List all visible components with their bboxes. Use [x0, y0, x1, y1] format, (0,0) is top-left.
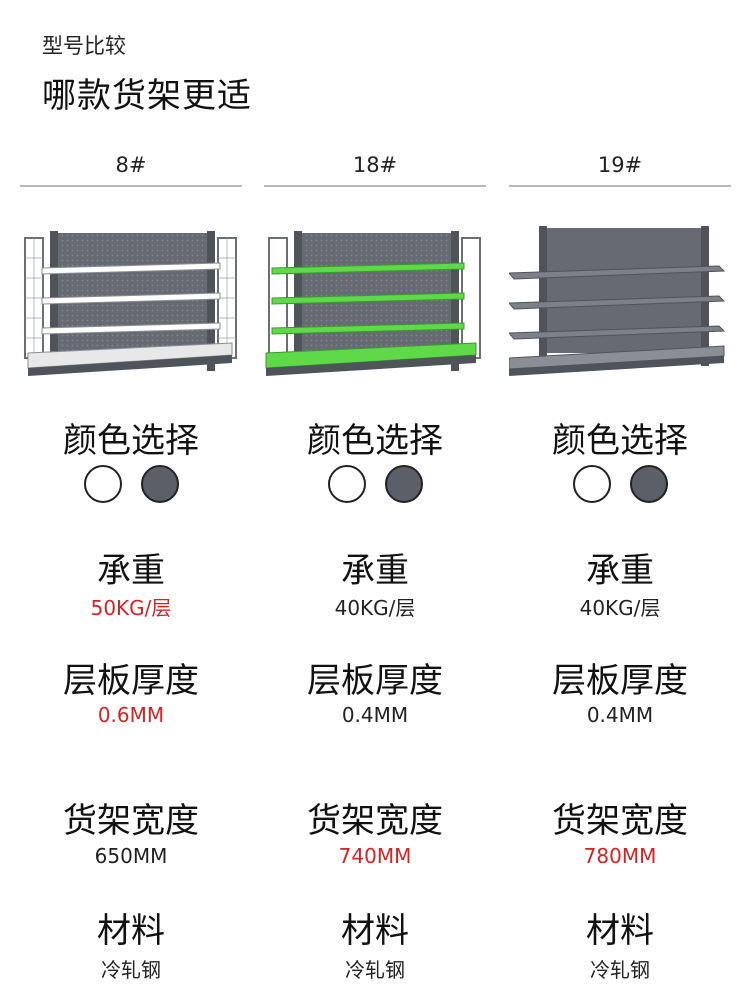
- color-heading: 颜色选择: [552, 421, 688, 461]
- material-heading: 材料: [341, 911, 409, 951]
- material-value: 冷轧钢: [345, 958, 405, 982]
- model-divider: [264, 185, 486, 187]
- page-title: 哪款货架更适: [42, 76, 252, 116]
- shelf-image-18: [265, 231, 481, 376]
- color-swatch-dark-gray[interactable]: [384, 465, 423, 503]
- load-value: 40KG/层: [579, 596, 661, 620]
- thickness-heading: 层板厚度: [307, 661, 443, 701]
- color-swatches: [20, 465, 242, 503]
- color-heading: 颜色选择: [307, 421, 443, 461]
- material-value: 冷轧钢: [101, 958, 161, 982]
- material-heading: 材料: [97, 911, 165, 951]
- shelf-image-8: [24, 231, 237, 376]
- width-heading: 货架宽度: [552, 801, 688, 841]
- model-name: 19#: [597, 153, 643, 177]
- width-value: 780MM: [583, 844, 657, 868]
- width-value: 650MM: [94, 844, 168, 868]
- load-heading: 承重: [341, 551, 409, 591]
- width-heading: 货架宽度: [63, 801, 199, 841]
- model-name: 8#: [115, 153, 147, 177]
- model-divider: [509, 185, 731, 187]
- model-column-18: 18# 颜色选择 承重 40KG/层 层板厚度 0.4MM 货架宽度 740MM…: [264, 148, 486, 982]
- material-value: 冷轧钢: [590, 958, 650, 982]
- color-swatches: [264, 465, 486, 503]
- thickness-value: 0.4MM: [586, 703, 654, 727]
- thickness-value: 0.4MM: [341, 703, 409, 727]
- thickness-value: 0.6MM: [97, 703, 165, 727]
- material-heading: 材料: [586, 911, 654, 951]
- model-divider: [20, 185, 242, 187]
- section-subtitle: 型号比较: [42, 34, 126, 58]
- color-swatch-white[interactable]: [327, 465, 366, 503]
- color-swatch-dark-gray[interactable]: [629, 465, 668, 503]
- thickness-heading: 层板厚度: [552, 661, 688, 701]
- shelf-image-19: [509, 226, 726, 376]
- model-column-8: 8# 颜色选择 承重 50KG/层 层板厚度 0.6MM: [20, 148, 242, 982]
- width-heading: 货架宽度: [307, 801, 443, 841]
- color-swatch-white[interactable]: [572, 465, 611, 503]
- model-name: 18#: [352, 153, 398, 177]
- load-heading: 承重: [586, 551, 654, 591]
- color-swatch-dark-gray[interactable]: [140, 465, 179, 503]
- thickness-heading: 层板厚度: [63, 661, 199, 701]
- color-swatch-white[interactable]: [83, 465, 122, 503]
- width-value: 740MM: [338, 844, 412, 868]
- color-heading: 颜色选择: [63, 421, 199, 461]
- load-heading: 承重: [97, 551, 165, 591]
- load-value: 50KG/层: [90, 596, 172, 620]
- model-column-19: 19# 颜色选择 承重 40KG/层 层板厚度 0.4MM 货架宽度 780MM…: [509, 148, 731, 982]
- color-swatches: [509, 465, 731, 503]
- load-value: 40KG/层: [334, 596, 416, 620]
